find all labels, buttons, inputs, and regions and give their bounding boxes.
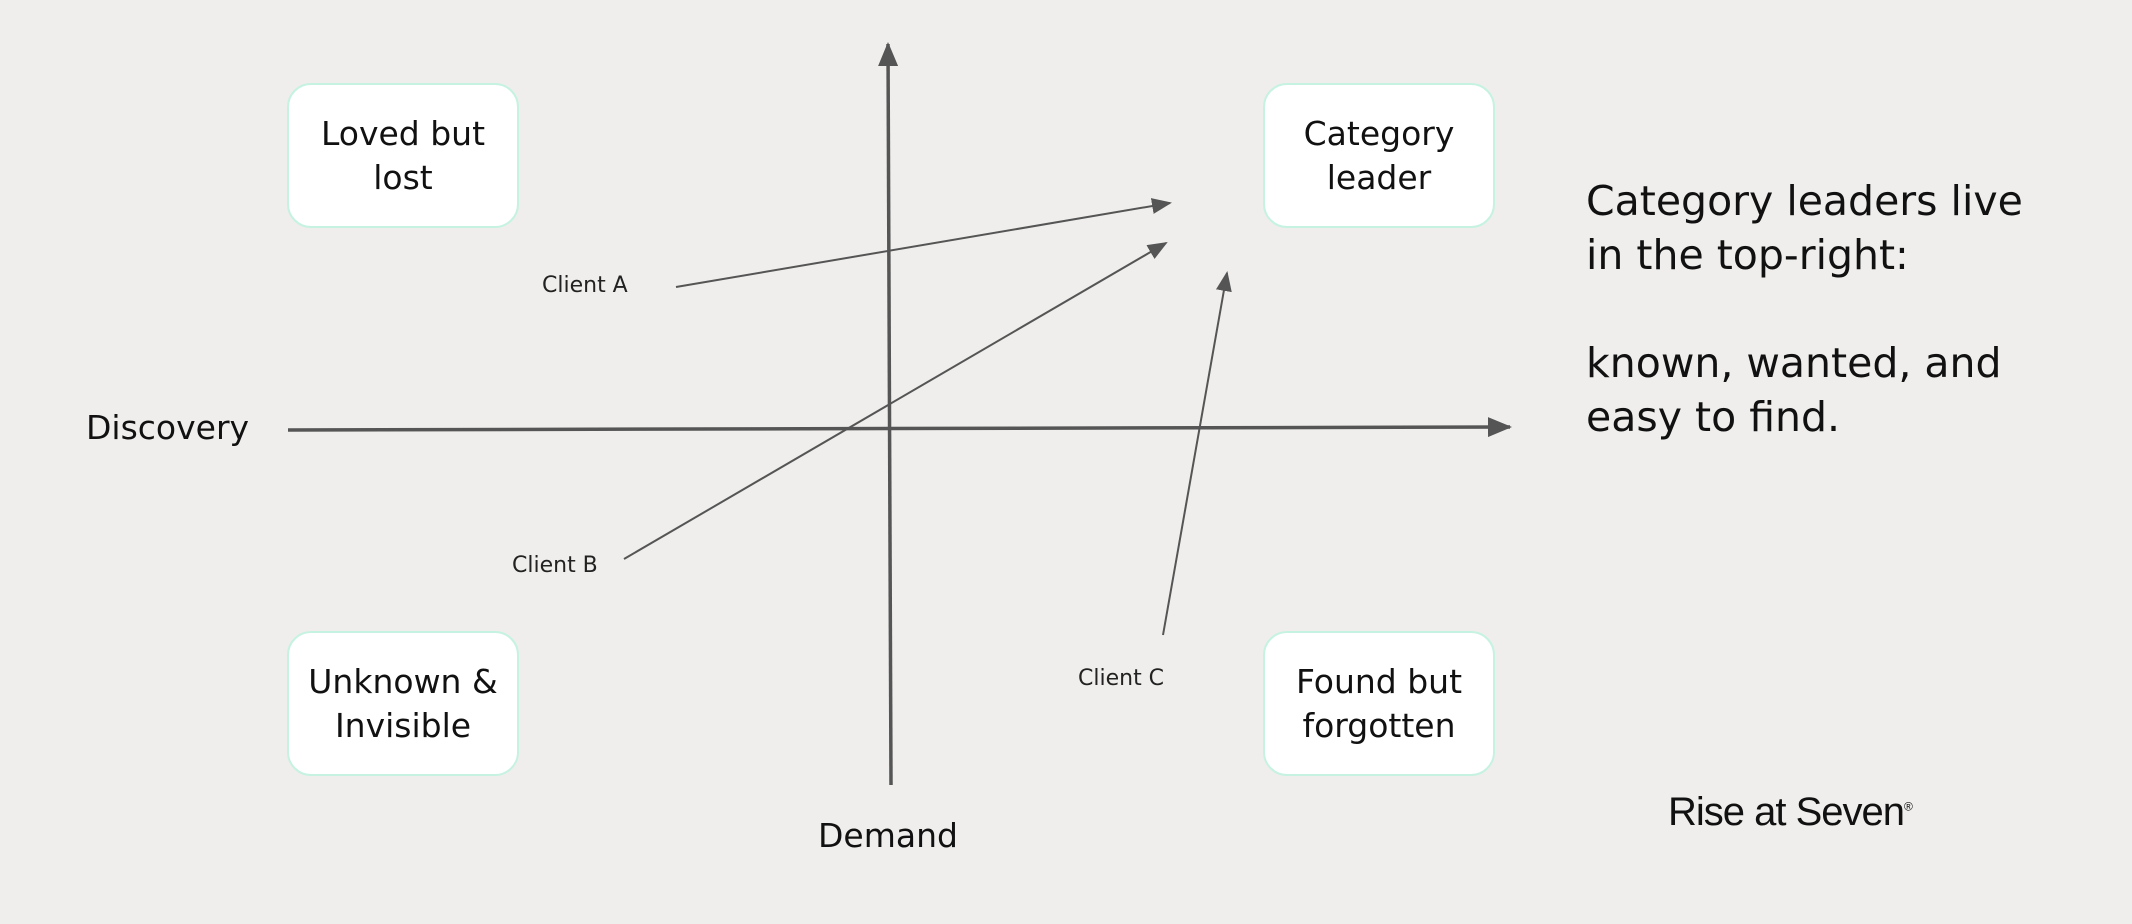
registered-mark: ®	[1904, 799, 1913, 814]
client-b-arrow	[623, 241, 1168, 560]
caption-line-2: known, wanted, and easy to find.	[1586, 339, 2002, 441]
discovery-axis-label: Discovery	[86, 408, 250, 447]
client-c-label: Client C	[1078, 666, 1165, 691]
caption-line-1: Category leaders live in the top-right:	[1586, 177, 2023, 279]
quadrant-label: Category leader	[1303, 113, 1455, 197]
quadrant-category-leader: Category leader	[1263, 83, 1495, 228]
horizontal-axis	[287, 417, 1512, 438]
quadrant-label: Found but forgotten	[1295, 661, 1463, 745]
client-a-arrow	[675, 198, 1172, 288]
quadrant-label: Unknown & Invisible	[308, 661, 498, 745]
vertical-axis	[878, 42, 899, 786]
quadrant-found-but-forgotten: Found but forgotten	[1263, 631, 1495, 776]
quadrant-label: Loved but lost	[320, 113, 486, 197]
rise-at-seven-logo: Rise at Seven®	[1668, 790, 1913, 835]
quadrant-unknown-invisible: Unknown & Invisible	[287, 631, 519, 776]
quadrant-loved-but-lost: Loved but lost	[287, 83, 519, 228]
client-b-label: Client B	[512, 553, 598, 578]
side-caption: Category leaders live in the top-right: …	[1586, 174, 2056, 444]
demand-axis-label: Demand	[818, 816, 958, 855]
client-c-arrow	[1162, 271, 1232, 636]
logo-text: Rise at Seven	[1668, 790, 1905, 834]
client-a-label: Client A	[542, 273, 628, 298]
